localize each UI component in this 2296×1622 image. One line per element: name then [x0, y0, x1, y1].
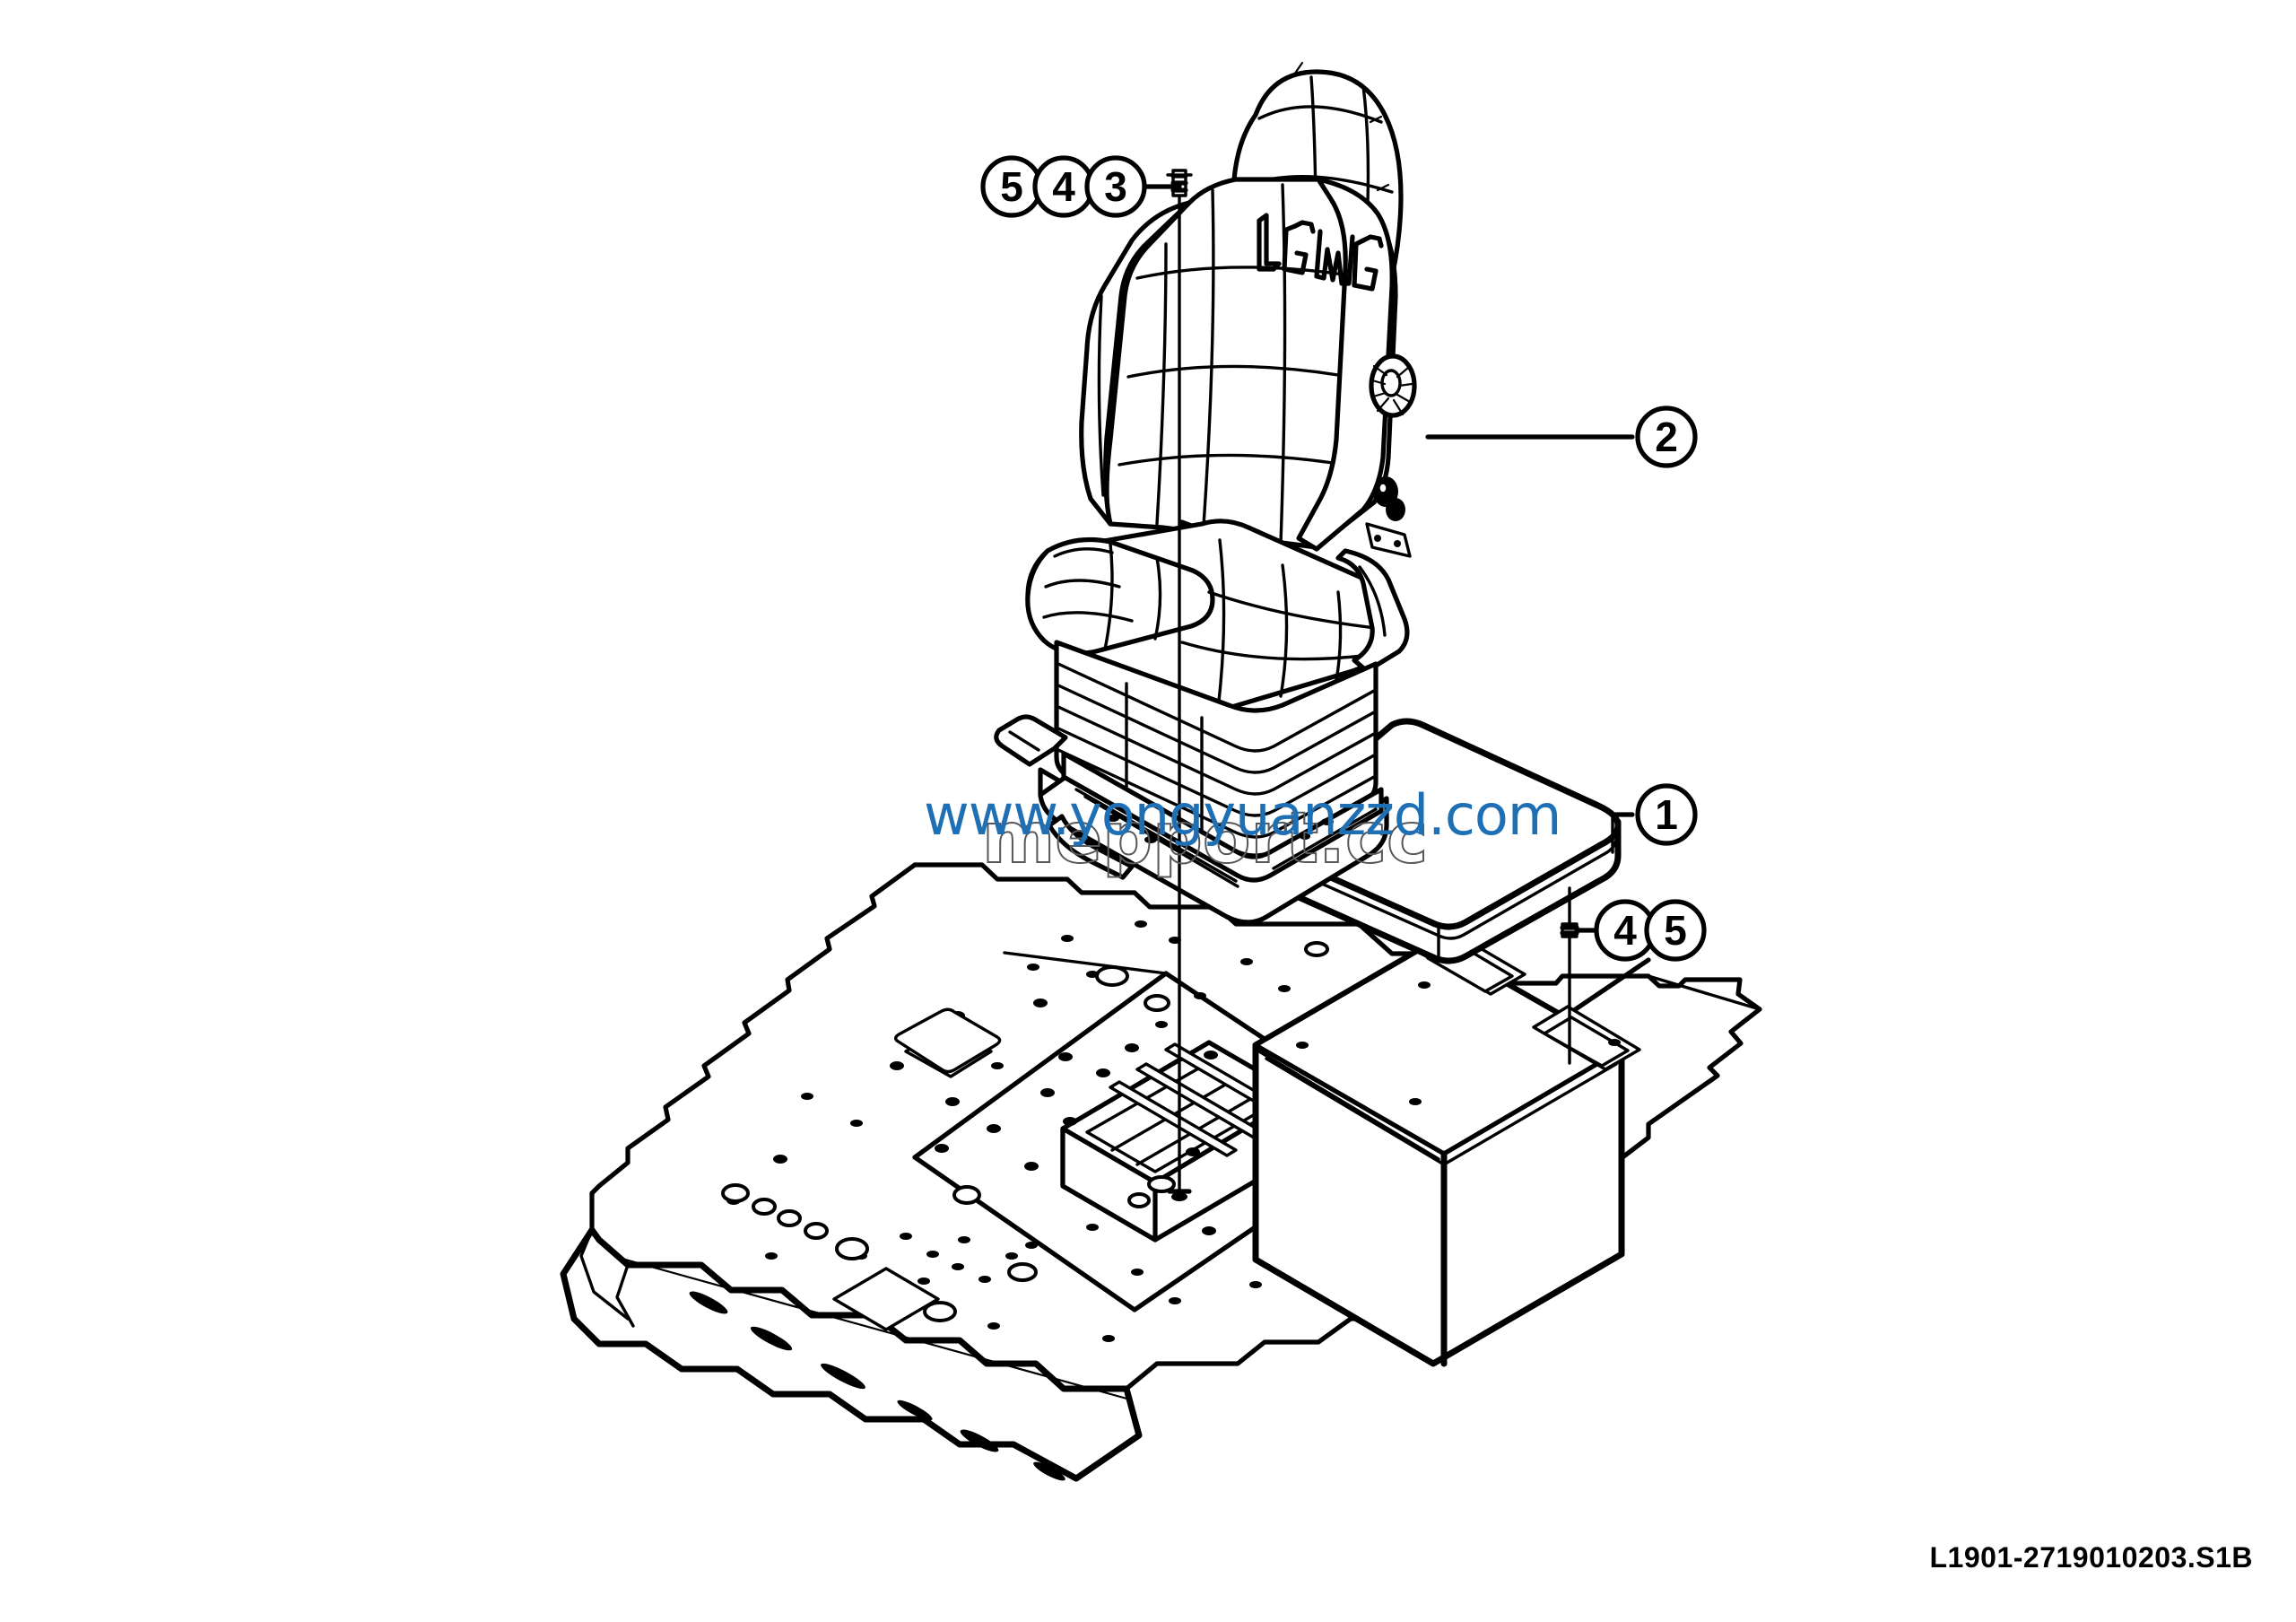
- battery-box-bolt: [1560, 922, 1579, 938]
- callout-45[interactable]: 4 5: [1594, 899, 1707, 962]
- callout-2[interactable]: 2: [1635, 406, 1698, 468]
- callout-543[interactable]: 5 4 3: [980, 155, 1182, 218]
- callout-label-3: 3: [1104, 163, 1127, 210]
- seat-brand-logo: [1257, 213, 1384, 292]
- drawing-number: L1901-2719010203.S1B: [1929, 1541, 2253, 1574]
- callout-label-2: 2: [1655, 414, 1678, 460]
- recliner-adjust-knob: [1369, 353, 1417, 418]
- callout-label-1: 1: [1655, 791, 1678, 838]
- callout-label-4b: 4: [1613, 907, 1637, 954]
- seat-mounting-bolt: [1166, 169, 1193, 197]
- callout-label-4a: 4: [1052, 163, 1075, 210]
- callout-balloons: 5 4 3 2 1 4 5: [980, 155, 1707, 962]
- seat-slide-rails: [994, 714, 1389, 925]
- callout-label-5a: 5: [1000, 163, 1023, 210]
- callout-1[interactable]: 1: [1635, 783, 1698, 846]
- battery-box: [1252, 929, 1641, 1367]
- leader-lines: [1166, 169, 1635, 1201]
- seat-side-adjusters: [1365, 476, 1412, 558]
- floor-plate-cutouts: [832, 1007, 1002, 1331]
- callout-label-5b: 5: [1664, 907, 1687, 954]
- apron-slots: [689, 1291, 1065, 1481]
